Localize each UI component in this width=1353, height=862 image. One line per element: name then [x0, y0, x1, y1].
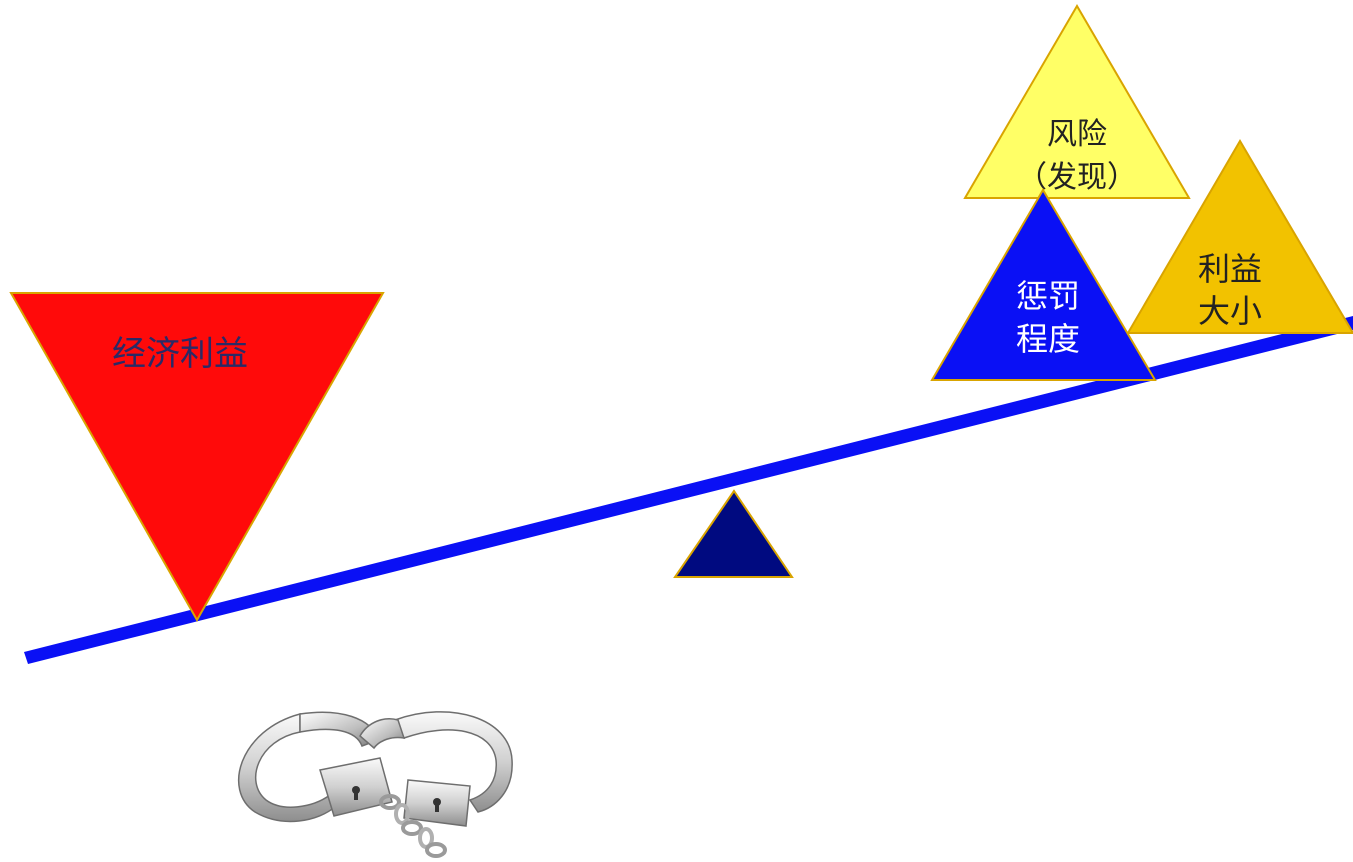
- risk-label-line1: 风险: [1047, 117, 1107, 152]
- benefit-size-label-line1: 利益: [1198, 250, 1262, 288]
- risk-label-line2: （发现）: [1017, 160, 1137, 195]
- benefit-size-label-line2: 大小: [1198, 292, 1262, 330]
- balance-beam: [24, 316, 1353, 664]
- economic-benefit-triangle: [9, 292, 385, 623]
- fulcrum-triangle: [673, 489, 794, 578]
- handcuffs-icon: [238, 711, 513, 858]
- economic-benefit-label: 经济利益: [112, 334, 248, 374]
- benefit-size-triangle: [1126, 139, 1353, 334]
- risk-triangle: [963, 4, 1191, 199]
- punishment-label-line1: 惩罚: [1016, 277, 1080, 315]
- punishment-label-line2: 程度: [1016, 320, 1080, 358]
- punishment-triangle: [930, 188, 1157, 381]
